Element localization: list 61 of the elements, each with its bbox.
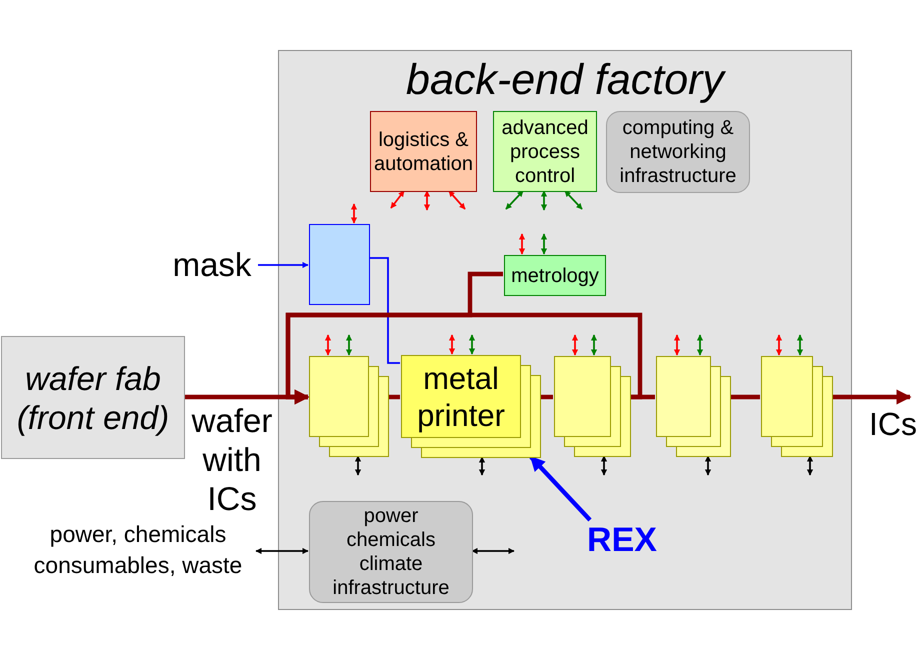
double-arrow bbox=[350, 203, 358, 224]
edge-label: wafer with ICs bbox=[190, 401, 274, 518]
double-arrow bbox=[324, 334, 332, 356]
process-box bbox=[309, 224, 370, 305]
arrow bbox=[258, 262, 309, 268]
double-arrow bbox=[674, 334, 680, 356]
double-arrow bbox=[518, 233, 526, 255]
double-arrow bbox=[704, 455, 712, 476]
double-arrow bbox=[390, 190, 405, 209]
machine-stack bbox=[656, 356, 731, 457]
double-arrow bbox=[590, 334, 598, 356]
factory-panel bbox=[278, 50, 852, 610]
box-label: metrology bbox=[510, 264, 600, 288]
double-arrow bbox=[354, 455, 362, 476]
box-label: power chemicals climate infrastructure bbox=[332, 504, 450, 600]
machine-stack bbox=[761, 356, 833, 457]
double-arrow bbox=[471, 548, 515, 554]
connector-line bbox=[369, 257, 400, 364]
double-arrow bbox=[540, 233, 548, 255]
double-arrow bbox=[776, 334, 782, 356]
callout-label: REX bbox=[584, 521, 660, 559]
panel-title: back-end factory bbox=[406, 55, 724, 105]
box-label: advanced process control bbox=[500, 116, 590, 188]
rounded-box bbox=[606, 111, 750, 193]
box-label: wafer fab (front end) bbox=[16, 358, 170, 436]
double-arrow bbox=[448, 334, 456, 355]
connector-line bbox=[730, 394, 760, 400]
process-box bbox=[370, 111, 477, 192]
rounded-box bbox=[309, 501, 473, 603]
arrow bbox=[529, 456, 592, 522]
double-arrow bbox=[424, 190, 430, 211]
double-arrow bbox=[478, 456, 486, 476]
double-arrow bbox=[696, 334, 704, 356]
process-box bbox=[504, 255, 606, 296]
process-box bbox=[1, 336, 185, 459]
double-arrow bbox=[468, 334, 476, 355]
box-label: metal printer bbox=[416, 360, 506, 434]
connector-line bbox=[388, 394, 400, 400]
machine-stack bbox=[554, 356, 631, 457]
double-arrow bbox=[505, 190, 524, 210]
process-box bbox=[493, 111, 597, 192]
double-arrow bbox=[572, 334, 578, 356]
edge-label: ICs bbox=[868, 406, 918, 443]
input-label: mask bbox=[166, 246, 258, 284]
machine-stack bbox=[401, 355, 541, 458]
double-arrow bbox=[600, 455, 608, 476]
double-arrow bbox=[346, 334, 352, 356]
machine-stack bbox=[309, 356, 389, 457]
double-arrow bbox=[796, 334, 804, 356]
double-arrow bbox=[255, 548, 309, 554]
connector-line bbox=[630, 394, 655, 400]
double-arrow bbox=[448, 190, 466, 210]
double-arrow bbox=[540, 190, 548, 211]
arrow bbox=[185, 390, 310, 404]
box-label: computing & networking infrastructure bbox=[618, 116, 738, 188]
box-label: logistics & automation bbox=[373, 128, 474, 176]
input-label: power, chemicals consumables, waste bbox=[20, 519, 256, 581]
arrow bbox=[832, 390, 912, 404]
double-arrow bbox=[564, 190, 583, 210]
connector-line bbox=[540, 394, 553, 400]
double-arrow bbox=[806, 455, 814, 476]
